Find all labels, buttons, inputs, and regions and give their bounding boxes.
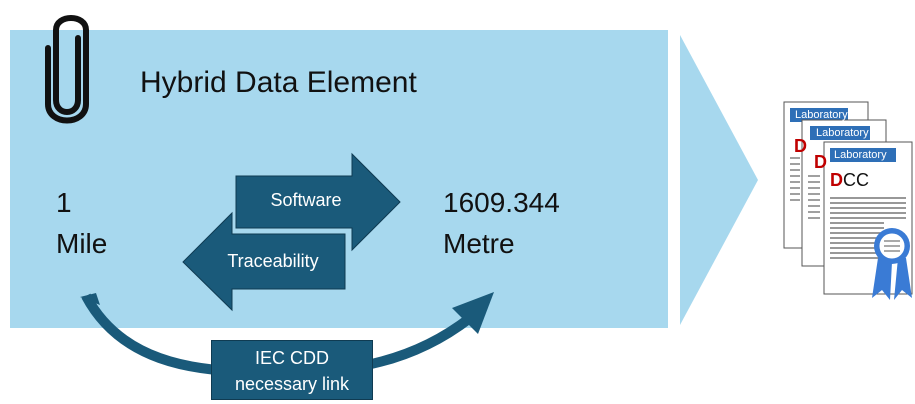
right-number: 1609.344 bbox=[443, 187, 560, 218]
cert-title-middle-initial: D bbox=[814, 152, 827, 172]
iec-cdd-box: IEC CDD necessary link bbox=[211, 340, 373, 400]
link-arrowhead bbox=[452, 292, 494, 334]
link-curve-start bbox=[80, 293, 100, 305]
link-box-line2: necessary link bbox=[234, 374, 350, 394]
cert-title-back-initial: D bbox=[794, 136, 807, 156]
left-unit: Mile bbox=[56, 228, 108, 259]
paperclip-icon bbox=[45, 15, 89, 124]
left-number: 1 bbox=[56, 187, 72, 218]
cert-title-initial: D bbox=[830, 170, 843, 190]
ribbon-icon bbox=[872, 228, 912, 300]
cert-label-front: Laboratory bbox=[834, 149, 887, 161]
traceability-arrow bbox=[182, 211, 346, 312]
diagram-title: Hybrid Data Element bbox=[140, 66, 417, 99]
cert-title-back: D bbox=[794, 136, 807, 157]
link-box-line1: IEC CDD bbox=[254, 348, 329, 368]
cert-label-middle: Laboratory bbox=[816, 127, 869, 139]
right-unit: Metre bbox=[443, 228, 515, 259]
software-arrow bbox=[235, 152, 401, 252]
cert-label-back: Laboratory bbox=[795, 109, 848, 121]
traceability-label: Traceability bbox=[227, 251, 319, 271]
certificate-icon bbox=[783, 101, 913, 300]
cert-title-middle: D bbox=[814, 152, 827, 173]
cert-title-front: DCC bbox=[830, 170, 869, 191]
software-label: Software bbox=[270, 190, 342, 210]
cert-title-rest: CC bbox=[843, 170, 869, 190]
